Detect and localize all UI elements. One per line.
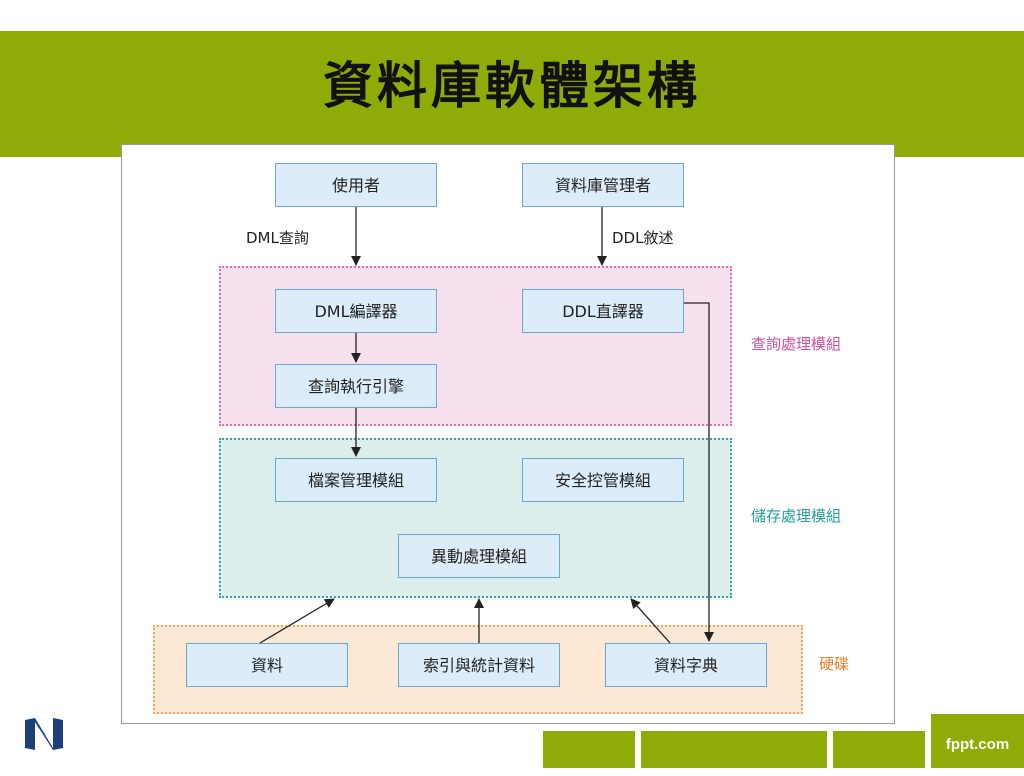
data-dictionary-box: 資料字典 <box>605 643 767 687</box>
query-engine-box: 查詢執行引擎 <box>275 364 437 408</box>
interpreter-to-dictionary-arrow <box>684 302 714 642</box>
footer-tab-2 <box>641 731 827 768</box>
storage-module-label: 儲存處理模組 <box>751 507 842 525</box>
logo-icon <box>25 718 63 750</box>
dictionary-to-storage-arrow <box>630 598 671 644</box>
dba-box: 資料庫管理者 <box>522 163 684 207</box>
user-box: 使用者 <box>275 163 437 207</box>
index-stats-box: 索引與統計資料 <box>398 643 560 687</box>
connector-lines <box>259 207 714 644</box>
slide-title: 資料庫軟體架構 <box>323 57 701 115</box>
data-to-storage-arrow <box>259 598 335 644</box>
ddl-statement-label: DDL敘述 <box>612 229 674 247</box>
dml-query-label: DML查詢 <box>246 229 309 247</box>
security-manager-box: 安全控管模組 <box>522 458 684 502</box>
footer-brand: fppt.com <box>931 714 1024 768</box>
footer-tab-1 <box>543 731 635 768</box>
disk-label: 硬碟 <box>819 655 850 673</box>
dml-compiler-box: DML編譯器 <box>275 289 437 333</box>
file-manager-box: 檔案管理模組 <box>275 458 437 502</box>
footer-tab-3 <box>833 731 925 768</box>
transaction-manager-box: 異動處理模組 <box>398 534 560 578</box>
data-box: 資料 <box>186 643 348 687</box>
query-module-label: 查詢處理模組 <box>751 335 842 353</box>
diagram-frame: 使用者 資料庫管理者 DML查詢 DDL敘述 DML編譯器 DDL直譯器 查詢執… <box>121 144 895 724</box>
title-bar <box>0 31 1024 157</box>
ddl-interpreter-box: DDL直譯器 <box>522 289 684 333</box>
